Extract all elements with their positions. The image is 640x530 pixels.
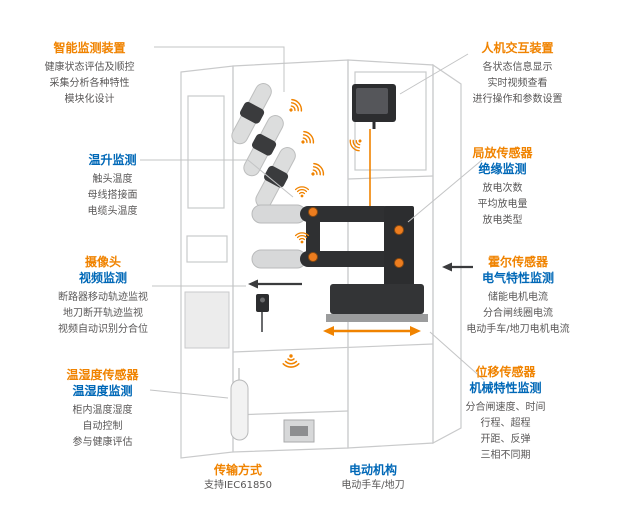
callout-subtitle: 绝缘监测: [478, 162, 527, 176]
callout-temperature-rise-monitoring: 温升监测 触头温度 母线搭接面 电缆头温度: [50, 152, 175, 220]
callout-title: 人机交互装置: [481, 41, 554, 55]
callout-line: 放电类型: [482, 215, 523, 226]
callout-subtitle: 电气特性监测: [481, 271, 554, 285]
wifi-icon: [284, 96, 305, 118]
callout-line: 模块化设计: [64, 94, 115, 105]
callout-line: 电动手车/地刀电机电流: [466, 324, 570, 335]
hmi-panel: [352, 84, 396, 129]
callout-line: 分合闸线圈电流: [483, 308, 553, 319]
callout-line: 开距、反弹: [480, 434, 531, 445]
callout-electric-mechanism: 电动机构 电动手车/地刀: [318, 462, 428, 494]
callout-title: 摄像头: [84, 255, 121, 269]
callout-subtitle: 视频监测: [78, 271, 127, 285]
callout-title: 电动机构: [348, 463, 397, 477]
callout-title: 局放传感器: [472, 146, 533, 160]
callout-line: 电缆头温度: [87, 206, 138, 217]
breaker-base: [330, 284, 424, 314]
callout-line: 实时视频查看: [487, 78, 548, 89]
callout-line: 自动控制: [82, 421, 123, 432]
mechanism-panel: [384, 206, 414, 294]
callout-displacement-sensor: 位移传感器 机械特性监测 分合闸速度、时间 行程、超程 开距、反弹 三相不同期: [443, 364, 568, 464]
leader-lines: [140, 46, 485, 399]
callout-line: 母线搭接面: [87, 190, 138, 201]
callout-line: 电动手车/地刀: [341, 480, 405, 491]
cable-duct: [184, 291, 230, 349]
callout-line: 储能电机电流: [488, 292, 548, 303]
wifi-down-icon: [282, 353, 300, 368]
callout-subtitle: 温湿度监测: [72, 384, 133, 398]
callout-title: 霍尔传感器: [487, 255, 548, 269]
callout-line: 三相不同期: [480, 450, 531, 461]
hmi-screen: [356, 88, 388, 114]
motor-unit: [283, 419, 315, 443]
double-headed-arrow-icon: [323, 326, 421, 336]
callout-line: 分合闸速度、时间: [465, 402, 546, 413]
callout-temp-humidity-monitoring: 温湿度传感器 温湿度监测 柜内温度湿度 自动控制 参与健康评估: [30, 367, 175, 451]
callout-title: 智能监测装置: [53, 41, 126, 55]
callout-line: 断路器移动轨迹监视: [58, 292, 148, 303]
wifi-icon: [296, 128, 317, 150]
camera-unit: [256, 294, 269, 332]
callout-title: 温湿度传感器: [66, 368, 139, 382]
callout-line: 触头温度: [92, 174, 133, 185]
callout-subtitle: 机械特性监测: [469, 381, 542, 395]
callout-title: 位移传感器: [475, 365, 536, 379]
callout-line: 平均放电量: [477, 199, 528, 210]
wifi-icon: [306, 160, 327, 182]
callout-line: 放电次数: [482, 183, 523, 194]
callout-intelligent-monitoring-device: 智能监测装置 健康状态评估及顺控 采集分析各种特性 模块化设计: [22, 40, 157, 108]
pd-ball-sensor: [308, 252, 318, 262]
callout-title: 传输方式: [213, 463, 262, 477]
callout-line: 行程、超程: [480, 418, 531, 429]
callout-line: 进行操作和参数设置: [472, 94, 563, 105]
callout-line: 参与健康评估: [72, 437, 133, 448]
bushing-sensors: [231, 83, 296, 209]
callout-line: 支持IEC61850: [203, 480, 273, 491]
callout-transmission-mode: 传输方式 支持IEC61850: [183, 462, 293, 494]
temp-humidity-sensor: [230, 368, 249, 441]
hall-sensor-ball: [394, 258, 404, 268]
callout-line: 各状态信息显示: [482, 62, 553, 73]
callout-line: 柜内温度湿度: [72, 405, 133, 416]
callout-camera-video-monitoring: 摄像头 视频监测 断路器移动轨迹监视 地刀断开轨迹监视 视频自动识别分合位: [33, 254, 173, 338]
callout-hmi-device: 人机交互装置 各状态信息显示 实时视频查看 进行操作和参数设置: [450, 40, 585, 108]
callout-title: 温升监测: [88, 153, 137, 167]
left-arrow-icon: [248, 279, 302, 289]
hall-sensor-ball: [394, 225, 404, 235]
pd-ball-sensor: [308, 207, 318, 217]
truck-rail: [326, 314, 428, 322]
callout-line: 地刀断开轨迹监视: [63, 308, 143, 319]
callout-hall-sensor: 霍尔传感器 电气特性监测 储能电机电流 分合闸线圈电流 电动手车/地刀电机电流: [438, 254, 598, 338]
callout-line: 视频自动识别分合位: [58, 324, 148, 335]
hall-leader-arrow-icon: [442, 262, 473, 272]
callout-line: 采集分析各种特性: [49, 78, 130, 89]
wifi-icon: [347, 134, 367, 154]
wifi-icon: [294, 186, 310, 199]
callout-line: 健康状态评估及顺控: [44, 62, 135, 73]
callout-partial-discharge-sensor: 局放传感器 绝缘监测 放电次数 平均放电量 放电类型: [440, 145, 565, 229]
breaker-poles: [251, 204, 392, 269]
